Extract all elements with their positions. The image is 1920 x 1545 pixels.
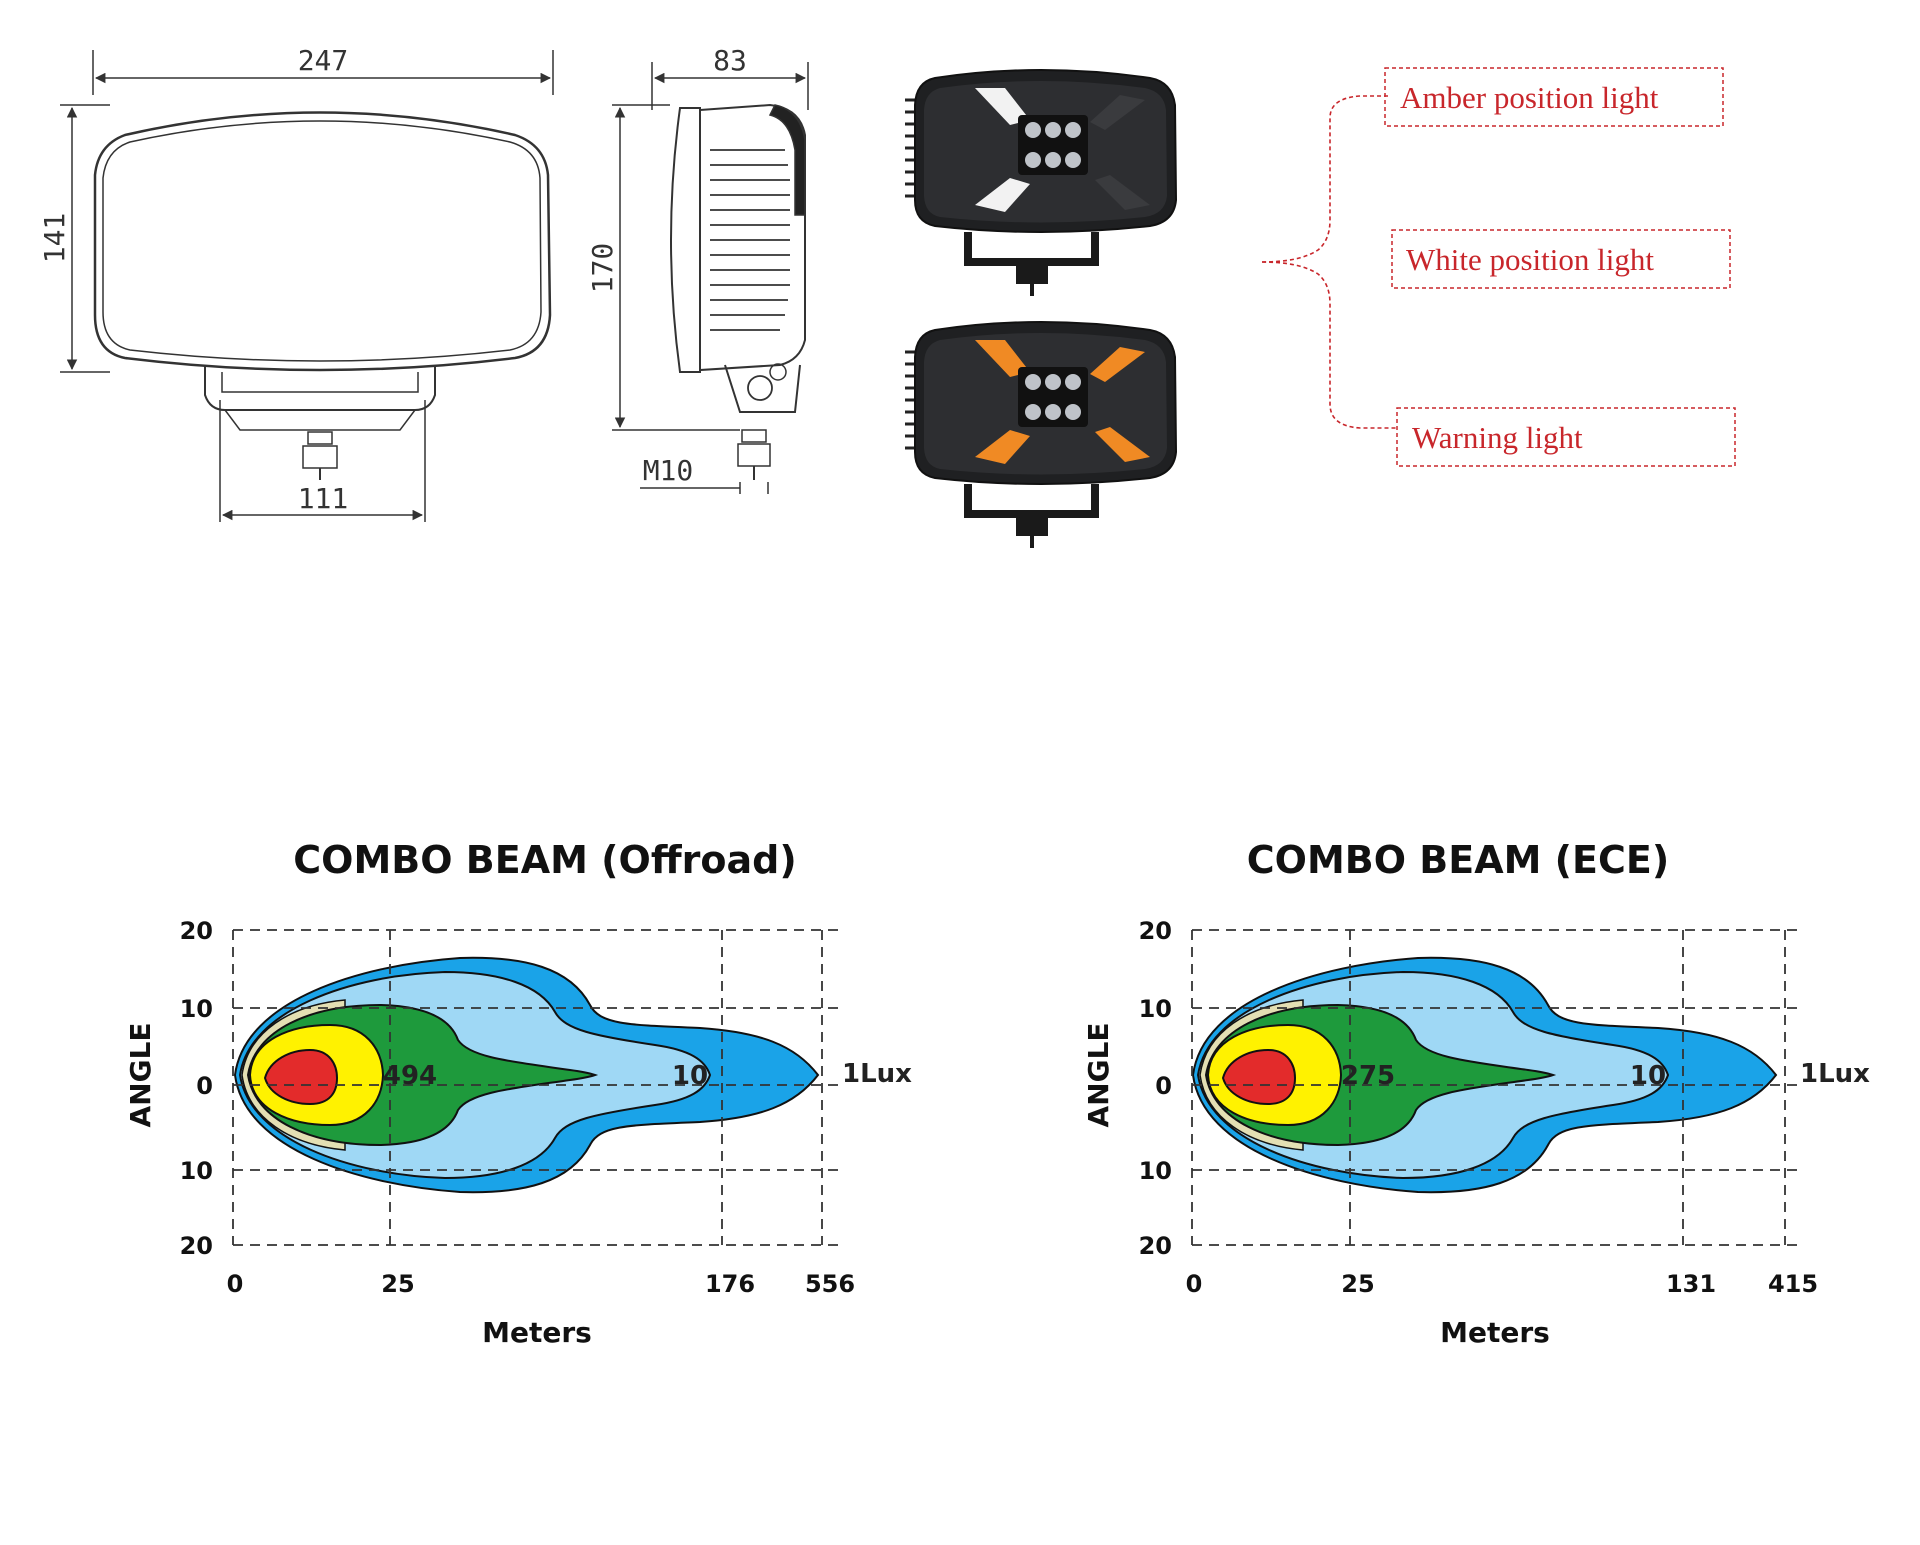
callout-white-position: White position light — [1391, 229, 1731, 289]
callout-bracket — [1261, 95, 1396, 429]
side-height-dimension: 170 — [586, 243, 619, 294]
depth-dimension: 83 — [713, 44, 747, 77]
y-tick-label: 0 — [1155, 1072, 1172, 1100]
x-tick-label: 0 — [227, 1270, 244, 1298]
y-tick-label: 10 — [1139, 995, 1172, 1023]
callout-label: Warning light — [1412, 420, 1583, 455]
callout-amber-position: Amber position light — [1384, 67, 1724, 127]
white-position-light-strip — [975, 88, 1030, 125]
y-tick-label: 10 — [1139, 1157, 1172, 1185]
x-axis-label: Meters — [482, 1316, 592, 1349]
callout-warning: Warning light — [1396, 407, 1736, 467]
height-dimension: 141 — [38, 213, 71, 264]
zone-red — [1221, 1048, 1297, 1106]
y-axis-label: ANGLE — [124, 1022, 157, 1127]
beam-zones — [233, 956, 820, 1194]
mount-nut-icon — [302, 445, 338, 469]
side-view-drawing — [612, 62, 809, 494]
led-array-icon — [1025, 122, 1081, 168]
width-dimension: 247 — [298, 44, 349, 77]
x-tick-label: 131 — [1666, 1270, 1716, 1298]
zone-label-494: 494 — [383, 1061, 437, 1091]
chart-ticks: 20 10 0 10 20 0 25 176 556 — [180, 917, 855, 1298]
y-axis-label: ANGLE — [1082, 1022, 1115, 1127]
beam-zones — [1191, 956, 1778, 1194]
callout-label: Amber position light — [1400, 80, 1659, 115]
x-tick-label: 415 — [1768, 1270, 1818, 1298]
x-tick-label: 25 — [381, 1270, 414, 1298]
side-heatsink-fins — [710, 149, 790, 331]
y-tick-label: 20 — [180, 917, 213, 945]
zone-label-1lux: 1Lux — [1800, 1059, 1870, 1089]
x-axis-label: Meters — [1440, 1316, 1550, 1349]
bolt-size-label: M10 — [643, 454, 694, 487]
zone-red — [263, 1048, 339, 1106]
x-tick-label: 0 — [1186, 1270, 1203, 1298]
lamp-render-amber — [905, 321, 1178, 548]
chart-title: COMBO BEAM (Offroad) — [293, 838, 796, 882]
y-tick-label: 20 — [1139, 917, 1172, 945]
y-tick-label: 20 — [180, 1232, 213, 1260]
y-tick-label: 10 — [180, 1157, 213, 1185]
lamp-render-white — [905, 69, 1178, 296]
y-tick-label: 20 — [1139, 1232, 1172, 1260]
x-tick-label: 25 — [1341, 1270, 1374, 1298]
callout-label: White position light — [1406, 242, 1654, 277]
zone-label-10: 10 — [1630, 1061, 1666, 1091]
front-housing-outline — [93, 111, 552, 372]
bracket-width-dimension: 111 — [298, 482, 349, 515]
y-tick-label: 0 — [196, 1072, 213, 1100]
x-tick-label: 556 — [805, 1270, 855, 1298]
front-view-drawing — [60, 50, 554, 522]
x-tick-label: 176 — [705, 1270, 755, 1298]
chart-ticks: 20 10 0 10 20 0 25 131 415 — [1139, 917, 1818, 1298]
chart-grid — [1191, 929, 1800, 1246]
beam-chart-ece: COMBO BEAM (ECE) 20 10 0 10 20 0 25 131 415 ANGL… — [1082, 838, 1870, 1349]
zone-label-275: 275 — [1341, 1061, 1395, 1091]
y-tick-label: 10 — [180, 995, 213, 1023]
zone-label-1lux: 1Lux — [842, 1059, 912, 1089]
zone-label-10: 10 — [672, 1061, 708, 1091]
amber-light-strip — [975, 340, 1030, 377]
chart-grid — [232, 929, 845, 1246]
chart-title: COMBO BEAM (ECE) — [1247, 838, 1669, 882]
